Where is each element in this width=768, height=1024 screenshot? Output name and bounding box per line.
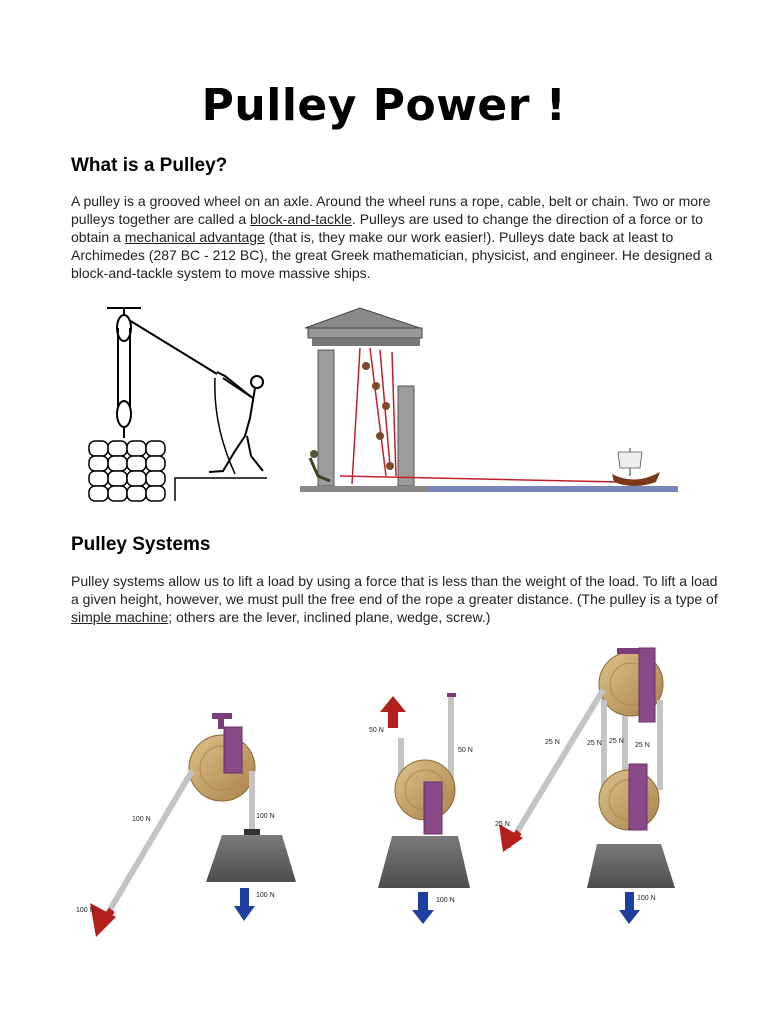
pulley-systems-paragraph: Pulley systems allow us to lift a load b… [71,572,721,626]
section-heading-pulley-systems: Pulley Systems [71,534,211,555]
fixed-load-label: 100 N [256,892,275,899]
fixed-rope-right-label: 100 N [256,813,275,820]
fixed-rope-left-label: 100 N [132,816,151,823]
compound-pulley-diagram: 25 N 25 N 25 N 25 N 25 N 100 N [495,647,675,924]
intro-text-b: . Pulleys are used to change the directi… [71,211,703,245]
intro-text-a: A pulley is a grooved wheel on an axle. … [71,193,711,227]
man-pulling-pulley-illustration [88,307,267,502]
archimedes-ship-illustration [300,307,678,492]
fixed-pull-label: 100 N [76,907,95,914]
movable-up-force-label: 50 N [369,727,384,734]
compound-tension-3-label: 25 N [609,738,624,745]
compound-tension-1-label: 25 N [545,739,560,746]
compound-pull-label: 25 N [495,821,510,828]
systems-text-b: ; others are the lever, inclined plane, … [168,609,491,625]
compound-tension-2-label: 25 N [587,740,602,747]
section-heading-what-is-a-pulley: What is a Pulley? [71,155,228,176]
block-and-tackle-link[interactable]: block-and-tackle [250,211,352,227]
movable-rope-label: 50 N [458,747,473,754]
simple-machine-link[interactable]: simple machine [71,609,169,625]
fixed-pulley-diagram: 100 N 100 N 100 N 100 N [76,713,296,937]
intro-text-c: (that is, they make our work easier!). P… [71,229,713,281]
mechanical-advantage-link[interactable]: mechanical advantage [124,229,265,245]
compound-tension-4-label: 25 N [635,742,650,749]
compound-load-label: 100 N [637,895,656,902]
page-title: Pulley Power ! [201,80,567,131]
intro-paragraph: A pulley is a grooved wheel on an axle. … [71,192,721,282]
movable-load-label: 100 N [436,897,455,904]
systems-text-a: Pulley systems allow us to lift a load b… [71,573,718,607]
movable-pulley-diagram: 50 N 50 N 100 N [369,693,473,924]
